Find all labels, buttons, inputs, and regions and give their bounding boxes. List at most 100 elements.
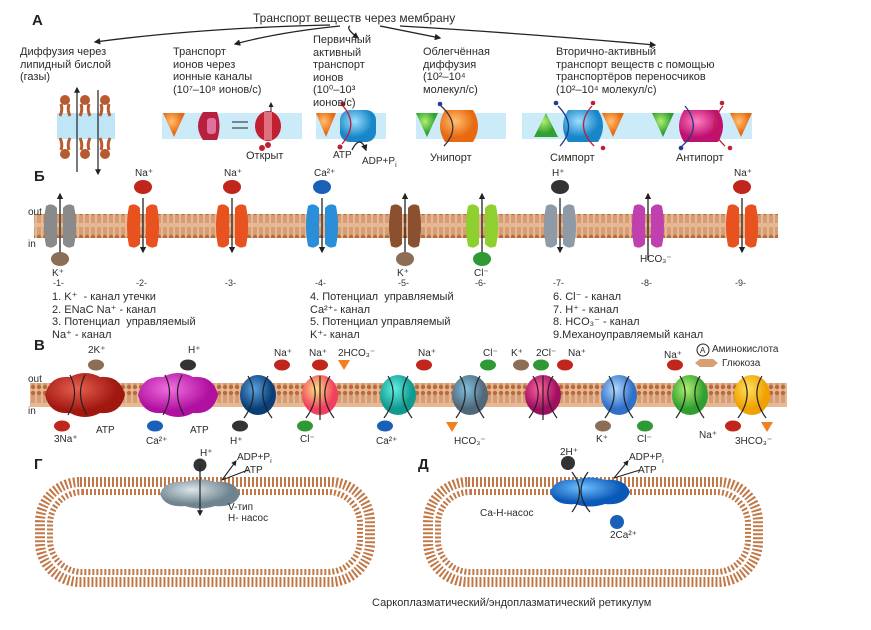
ion-ball [313, 180, 331, 194]
ion-label-h: H⁺ [230, 436, 243, 447]
ion-label-cl: Cl⁻ [483, 348, 498, 359]
channel-ion-label: Na⁺ [734, 168, 753, 179]
channel-ion-label: K⁺ [52, 268, 64, 279]
ion-ball [134, 180, 152, 194]
label-v-type-pump: V-тип H- насос [228, 502, 269, 524]
ion-channel [466, 192, 498, 266]
label-atp: ATP [190, 425, 209, 436]
label-in-b: in [28, 239, 36, 250]
diagram-title: Транспорт веществ через мембрану [253, 11, 456, 25]
legend-b-col1: 1. K⁺ - канал утечки 2. ENaC Na⁺ - канал… [52, 291, 196, 341]
ion-label-2k: 2K⁺ [88, 345, 106, 356]
vesicle-d [423, 456, 763, 587]
category-primary-active: Первичный активный транспорт ионов (10⁰–… [313, 34, 371, 109]
legend-amino-acid: Аминокислота [712, 344, 779, 355]
channel-number: -6- [475, 278, 486, 288]
ion-channel [389, 192, 421, 266]
ion-channel [127, 180, 159, 254]
legend-glucose: Глюкоза [722, 358, 761, 369]
section-letter-a: А [32, 12, 43, 29]
vesicle-g [35, 458, 375, 587]
ion-ball [223, 180, 241, 194]
ion-label-na: Na⁺ [664, 350, 683, 361]
section-letter-v: В [34, 337, 45, 354]
label-out-v: out [28, 374, 42, 385]
primary-active-figure [316, 101, 386, 152]
label-ca-h-pump: Са-Н-насос [480, 508, 534, 519]
ion-channel [726, 180, 758, 254]
ion-label-na: Na⁺ [699, 430, 718, 441]
label-symport: Симпорт [550, 152, 595, 164]
ion-ball [473, 252, 491, 266]
label-adp-a: ADP+Pi [362, 156, 397, 169]
section-letter-b: Б [34, 168, 45, 185]
channel-ion-label: Ca²⁺ [314, 168, 336, 179]
channels-b [44, 180, 758, 266]
label-uniport: Унипорт [430, 152, 472, 164]
channel-number: -3- [225, 278, 236, 288]
ion-channel [216, 180, 248, 254]
channel-number: -2- [136, 278, 147, 288]
category-ion-channels: Транспорт ионов через ионные каналы (10⁷… [173, 46, 262, 96]
ion-label-3na: 3Na⁺ [54, 434, 78, 445]
ion-label-ca: Ca²⁺ [146, 436, 168, 447]
ion-label-hco3: HCO₃⁻ [454, 436, 486, 447]
ion-label-na: Na⁺ [568, 348, 587, 359]
ion-ball [396, 252, 414, 266]
channel-ion-label: Na⁺ [135, 168, 154, 179]
channel-body [466, 204, 498, 248]
label-open: Открыт [246, 150, 284, 162]
ion-label-h: H⁺ [188, 345, 201, 356]
category-facilitated-diffusion: Облегчённая диффузия (10²–10⁴ молекул/с) [423, 46, 490, 96]
label-atp-g: ATP [244, 465, 263, 476]
channel-body [216, 204, 248, 248]
label-adp-d: ADP+Pi [629, 452, 664, 465]
antiport-figure [652, 100, 752, 151]
label-atp-d: ATP [638, 465, 657, 476]
channel-number: -8- [641, 278, 652, 288]
ion-channel [306, 180, 338, 254]
channel-body [389, 204, 421, 248]
title-arrows [93, 24, 657, 48]
ion-channel-figure [162, 102, 302, 151]
label-atp: ATP [96, 425, 115, 436]
ion-label-na: Na⁺ [274, 348, 293, 359]
membrane-b [34, 214, 378, 238]
label-atp-a: ATP [333, 150, 352, 161]
footer-caption: Саркоплазматический/эндоплазматический р… [372, 597, 652, 609]
channel-number: -7- [553, 278, 564, 288]
uniport-figure [416, 101, 506, 147]
label-in-v: in [28, 406, 36, 417]
category-diffusion: Диффузия через липидный бислой (газы) [20, 46, 112, 83]
ion-label-na: Na⁺ [418, 348, 437, 359]
channel-number: -5- [398, 278, 409, 288]
ion-label-2hco3: 2HCO₃⁻ [338, 348, 376, 359]
ion-ball [51, 252, 69, 266]
channel-number: -9- [735, 278, 746, 288]
label-adp-g: ADP+Pi [237, 452, 272, 465]
channel-ion-label: Na⁺ [224, 168, 243, 179]
ion-channel [44, 192, 76, 266]
ion-label-2h: 2H⁺ [560, 447, 579, 458]
ion-label-cl: Cl⁻ [300, 434, 315, 445]
section-letter-g: Г [34, 456, 43, 473]
channel-number: -4- [315, 278, 326, 288]
ion-label-k: K⁺ [596, 434, 608, 445]
ion-channel [632, 192, 664, 260]
channel-ion-label: HCO₃⁻ [640, 254, 672, 265]
ion-ball [733, 180, 751, 194]
ion-label-cl: Cl⁻ [637, 434, 652, 445]
channel-body [127, 204, 159, 248]
ion-label-h-g: H⁺ [200, 448, 213, 459]
amino-acid-symbol: A [700, 346, 706, 355]
label-out-b: out [28, 207, 42, 218]
ion-label-3hco3: 3HCO₃⁻ [735, 436, 773, 447]
channel-body [544, 204, 576, 248]
lipid-bilayer-diffusion [57, 86, 115, 176]
ion-ball [551, 180, 569, 194]
transporters-v [45, 343, 773, 432]
ion-channel [544, 180, 576, 254]
channel-number: -1- [53, 278, 64, 288]
legend-b-col2: 4. Потенциал управляемый Ca²⁺- канал 5. … [310, 291, 454, 341]
